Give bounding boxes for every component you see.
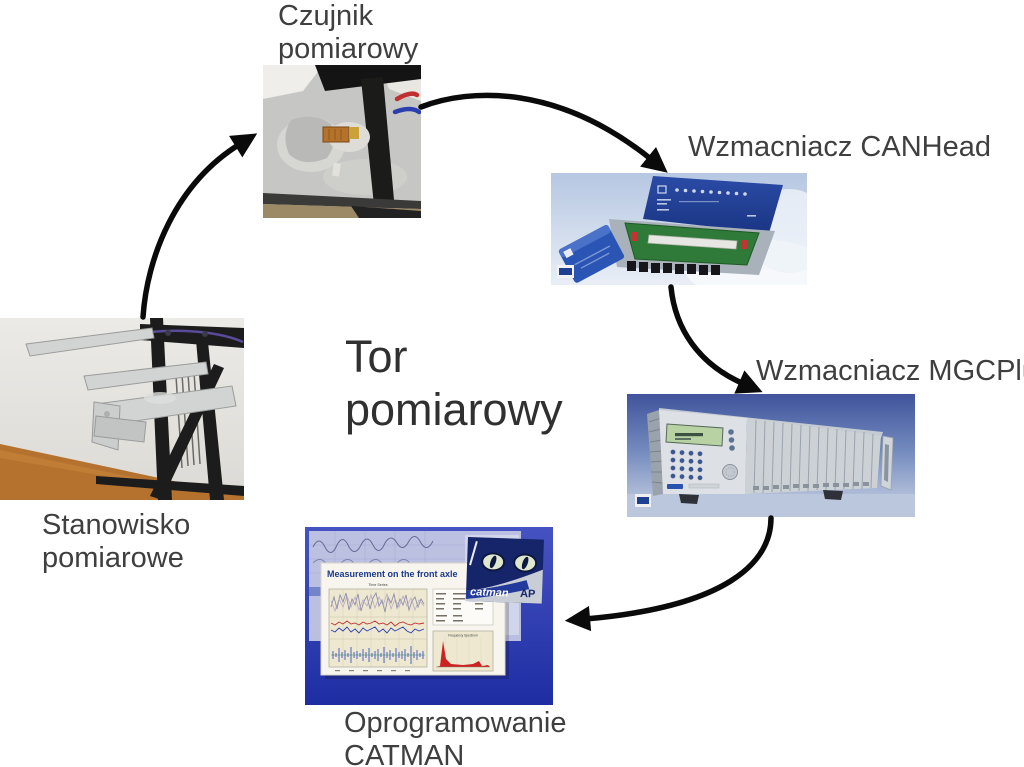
mgcplus-amplifier-photo xyxy=(627,394,915,517)
arrow-canhead-to-mgcplus xyxy=(668,284,763,394)
spectrum-peak xyxy=(436,641,490,667)
label-mgcplus: Wzmacniacz MGCPlus xyxy=(756,355,1024,387)
frequency-caption: Frequency Spectrum xyxy=(448,634,478,638)
connector-ports xyxy=(627,261,720,275)
arrow-sensor-to-canhead xyxy=(418,92,668,173)
lid-connector-dots xyxy=(675,188,747,196)
arrow-stand-to-sensor xyxy=(140,133,258,320)
keypad xyxy=(670,449,703,481)
arrow-mgcplus-to-software xyxy=(564,515,774,632)
canhead-amplifier-photo xyxy=(551,173,807,285)
lid-markings xyxy=(657,199,756,217)
label-stand: Stanowisko pomiarowe xyxy=(42,509,191,574)
red-wire xyxy=(394,91,420,102)
hbm-logo xyxy=(557,265,574,278)
strain-gauge xyxy=(322,126,350,143)
report-title: Measurement on the front axle xyxy=(327,569,458,579)
cantilever-beams xyxy=(25,327,237,427)
label-canhead: Wzmacniacz CANHead xyxy=(688,131,991,163)
audio-waveform xyxy=(332,646,424,664)
dial xyxy=(722,464,738,480)
label-software: Oprogramowanie CATMAN xyxy=(344,707,567,767)
time-series-caption: Time Series xyxy=(368,583,387,587)
logo-suffix: AP xyxy=(520,588,536,601)
test-stand-photo xyxy=(0,318,244,500)
blue-wire xyxy=(392,106,421,115)
closed-module xyxy=(558,225,625,283)
frequency-spectrum-chart: Frequency Spectrum xyxy=(432,630,494,672)
catman-ap-logo: catman AP xyxy=(465,537,544,604)
strain-gauge-photo xyxy=(263,65,421,218)
results-table xyxy=(432,588,494,626)
module-slots xyxy=(745,418,881,494)
hbm-logo xyxy=(635,494,651,507)
time-series-chart xyxy=(328,588,428,672)
label-sensor: Czujnik pomiarowy xyxy=(278,0,419,65)
diagram-title: Tor pomiarowy xyxy=(345,331,563,436)
logo-text: catman xyxy=(470,586,509,599)
cat-eyes-icon xyxy=(481,552,538,573)
catman-software-screenshot: Measurement on the front axle Time Serie… xyxy=(305,527,553,705)
